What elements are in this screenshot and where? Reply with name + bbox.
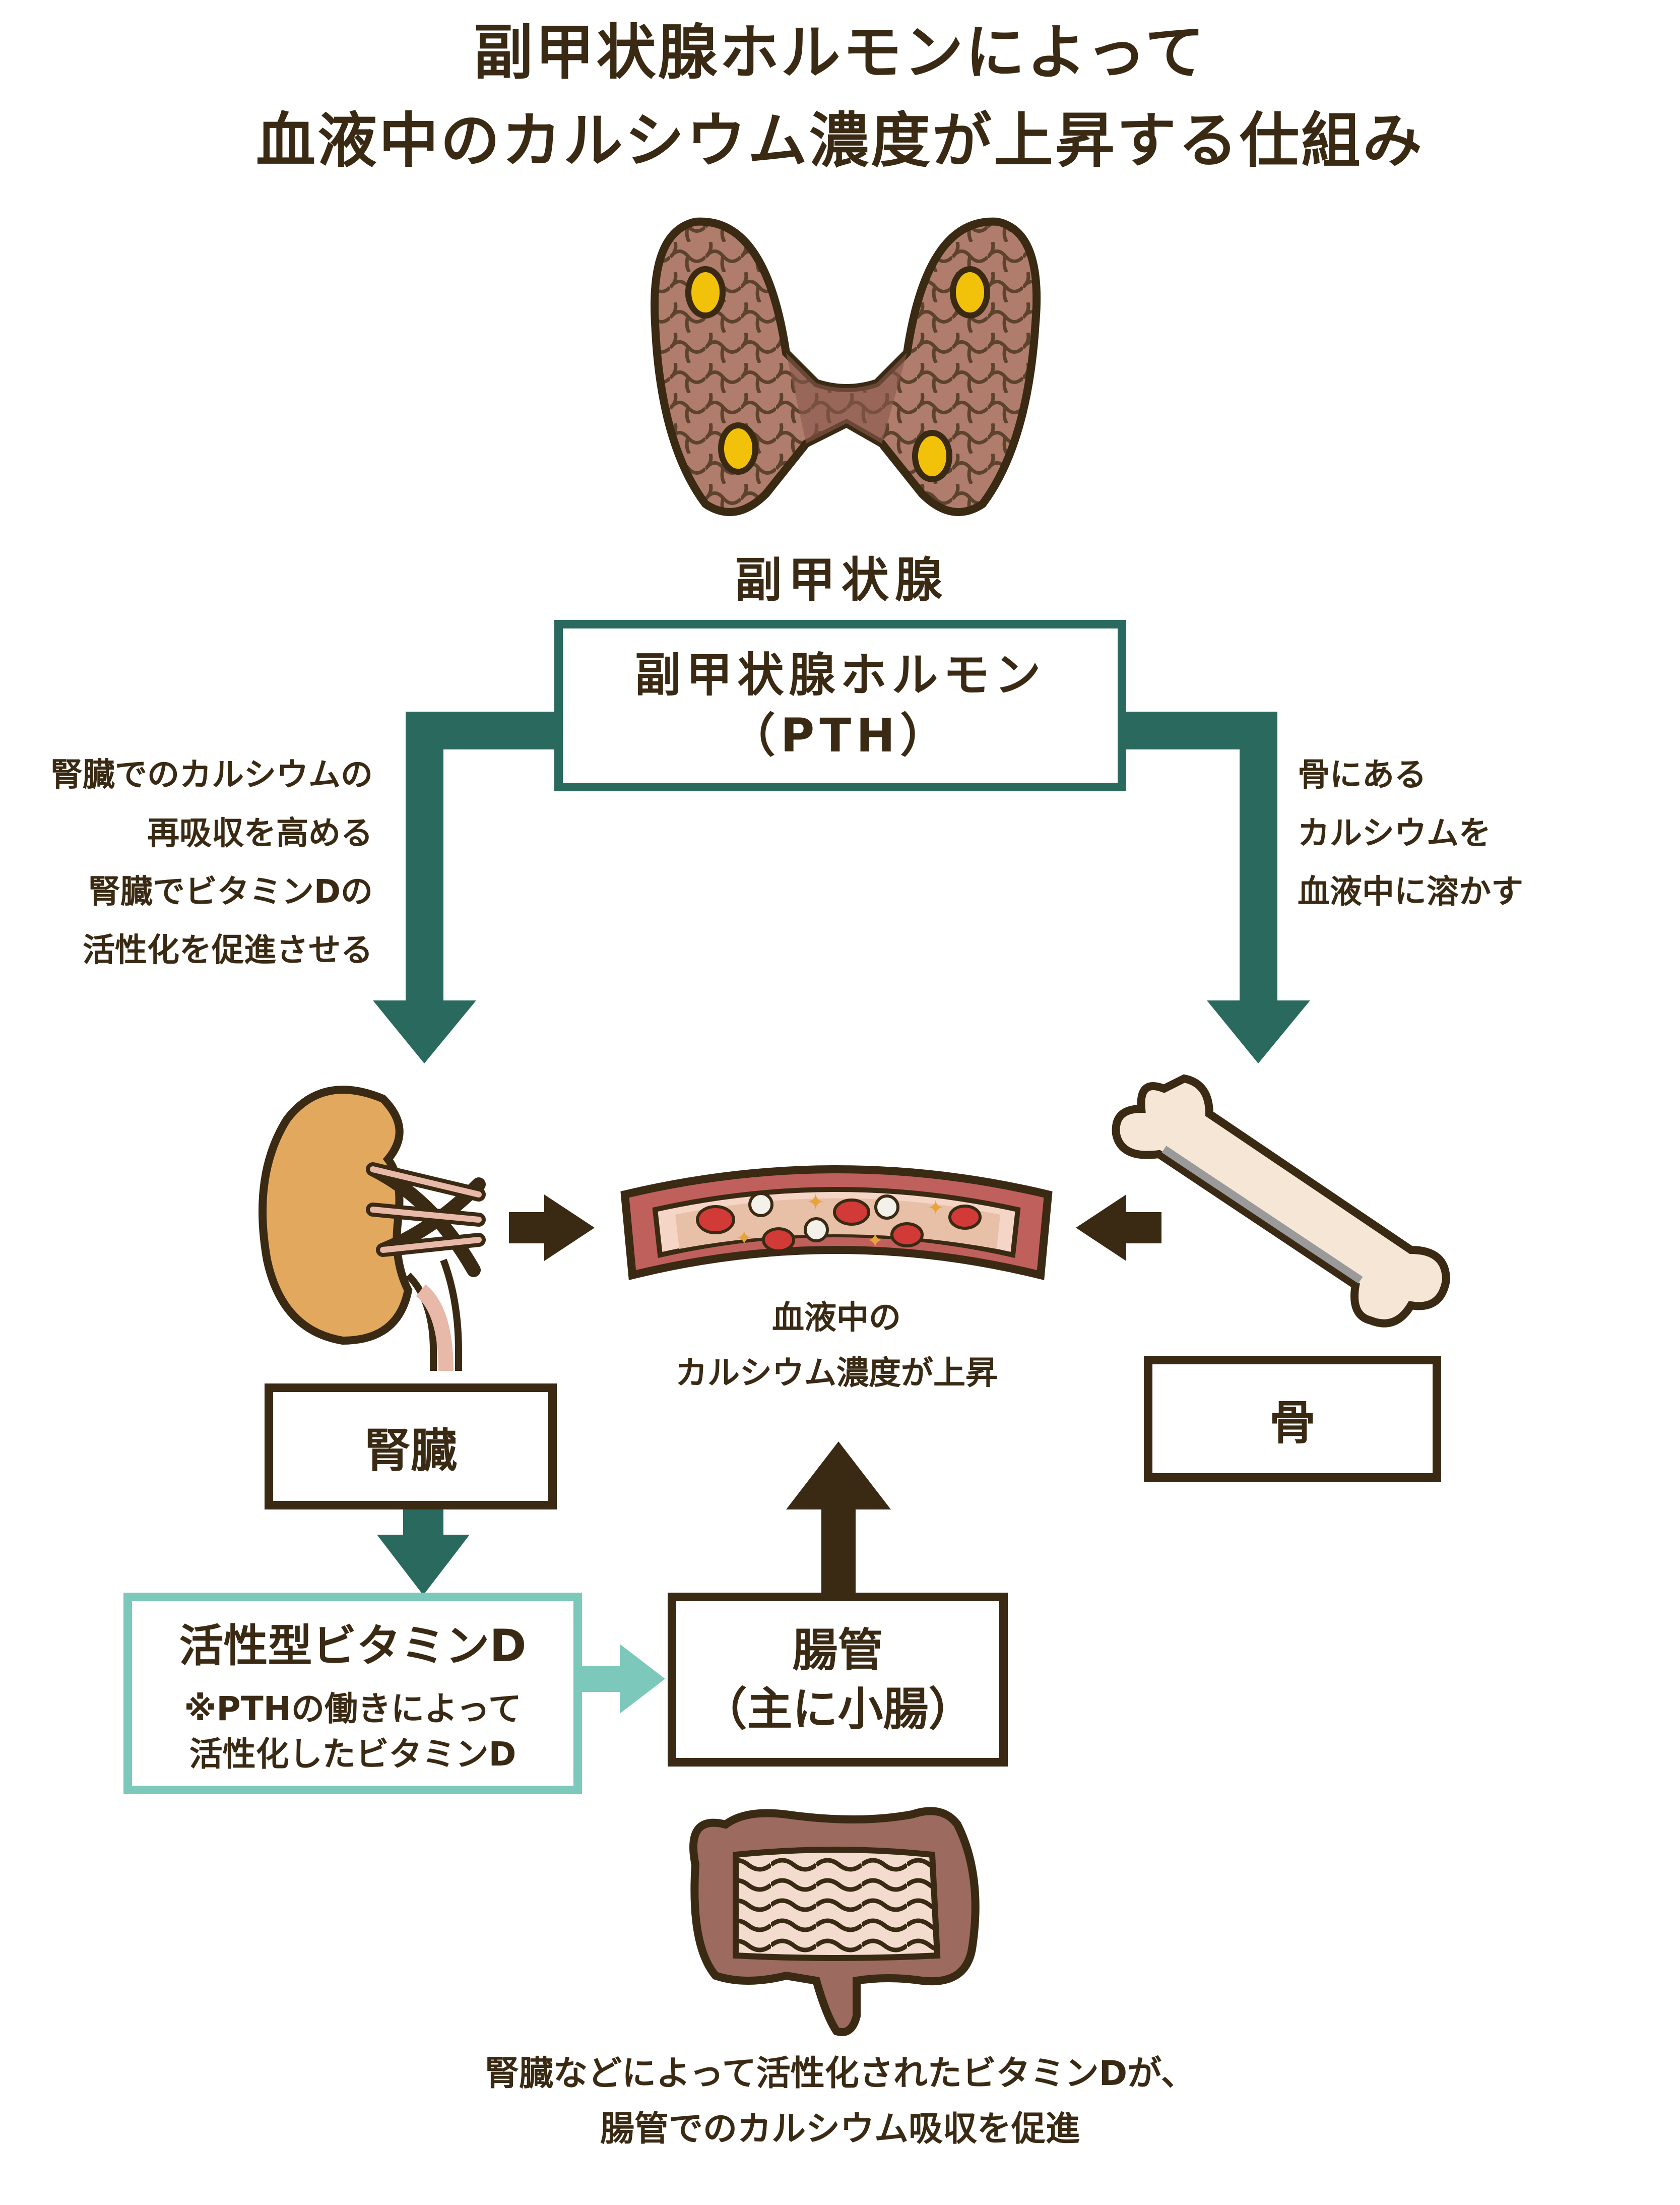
pth-to-bone-arrow bbox=[1121, 712, 1310, 1063]
bone-label: 骨 bbox=[1269, 1396, 1316, 1450]
blood-vessel-illustration: ✦ ✦ ✦ ✦ bbox=[620, 1165, 1053, 1280]
parathyroid-label: 副甲状腺 bbox=[734, 553, 948, 608]
active-vitamin-d-box: 活性型ビタミンD ※PTHの働きによって 活性化したビタミンD bbox=[123, 1593, 582, 1794]
kidney-to-blood-arrow bbox=[509, 1194, 595, 1261]
kidney-label: 腎臓 bbox=[364, 1423, 457, 1478]
bone-effect-line: カルシウムを bbox=[1298, 815, 1491, 852]
pth-title: 副甲状腺ホルモン bbox=[634, 648, 1046, 703]
blood-caption-line-1: 血液中の bbox=[772, 1299, 901, 1337]
vitamin-d-note-2: 活性化したビタミンD bbox=[189, 1734, 516, 1774]
blood-caption: 血液中の カルシウム濃度が上昇 bbox=[595, 1290, 1078, 1401]
title-line-2: 血液中のカルシウム濃度が上昇する仕組み bbox=[255, 106, 1424, 175]
parathyroid-illustration bbox=[651, 217, 1041, 516]
kidney-box: 腎臓 bbox=[265, 1383, 557, 1509]
kidney-effect-line: 腎臓でのカルシウムの bbox=[50, 757, 373, 794]
bottom-caption-line-1: 腎臓などによって活性化されたビタミンDが、 bbox=[485, 2054, 1195, 2094]
bone-effect-line: 血液中に溶かす bbox=[1298, 873, 1523, 911]
bone-illustration bbox=[1112, 1074, 1451, 1328]
intestine-sublabel: （主に小腸） bbox=[701, 1682, 974, 1736]
kidney-effect-line: 活性化を促進させる bbox=[83, 932, 373, 969]
kidney-to-vitamin-arrow bbox=[377, 1509, 470, 1595]
blood-caption-line-2: カルシウム濃度が上昇 bbox=[675, 1355, 998, 1392]
title-line-1: 副甲状腺ホルモンによって bbox=[473, 18, 1207, 87]
svg-text:✦: ✦ bbox=[806, 1189, 825, 1215]
intestine-to-blood-arrow bbox=[786, 1441, 891, 1605]
bone-box: 骨 bbox=[1144, 1356, 1441, 1482]
pth-abbrev: （PTH） bbox=[729, 709, 952, 763]
vitamin-to-intestine-arrow bbox=[577, 1644, 665, 1714]
bottom-caption: 腎臓などによって活性化されたビタミンDが、 腸管でのカルシウム吸収を促進 bbox=[0, 2046, 1680, 2157]
kidney-effect-line: 再吸収を高める bbox=[147, 815, 373, 852]
intestine-box: 腸管 （主に小腸） bbox=[668, 1593, 1008, 1767]
kidney-illustration bbox=[259, 1086, 486, 1371]
vitamin-d-title: 活性型ビタミンD bbox=[179, 1619, 527, 1672]
kidney-effect-text: 腎臓でのカルシウムの 再吸収を高める 腎臓でビタミンDの 活性化を促進させる bbox=[20, 746, 373, 980]
svg-text:✦: ✦ bbox=[927, 1196, 944, 1220]
intestine-illustration bbox=[689, 1807, 980, 2036]
kidney-effect-line: 腎臓でビタミンDの bbox=[88, 873, 373, 911]
bone-effect-text: 骨にある カルシウムを 血液中に溶かす bbox=[1298, 746, 1600, 921]
pth-to-kidney-arrow bbox=[373, 712, 562, 1063]
bone-effect-line: 骨にある bbox=[1298, 757, 1427, 794]
svg-text:✦: ✦ bbox=[867, 1229, 884, 1252]
intestine-label: 腸管 bbox=[792, 1623, 883, 1677]
bottom-caption-line-2: 腸管でのカルシウム吸収を促進 bbox=[600, 2109, 1080, 2149]
svg-text:✦: ✦ bbox=[736, 1227, 753, 1250]
bone-to-blood-arrow bbox=[1076, 1194, 1161, 1261]
vitamin-d-note-1: ※PTHの働きによって bbox=[184, 1689, 522, 1728]
pth-box: 副甲状腺ホルモン （PTH） bbox=[554, 620, 1126, 791]
